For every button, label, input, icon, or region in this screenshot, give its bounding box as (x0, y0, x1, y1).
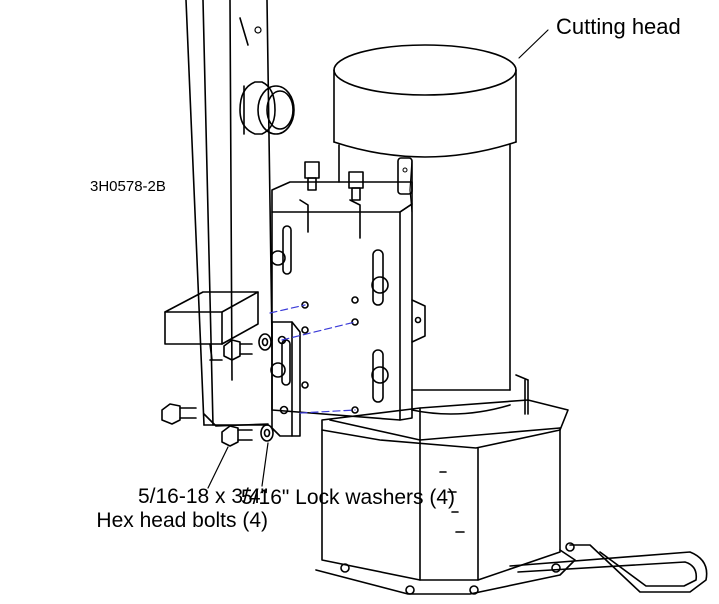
base-housing (321, 399, 569, 581)
lock-washers-label: 5/16" Lock washers (4) (241, 486, 456, 509)
hex-bolts-label-line2: Hex head bolts (4) (96, 509, 268, 533)
fastener-bolt-icon (221, 425, 253, 447)
plate-top-bolts (304, 161, 364, 201)
fastener-bolt-icon (161, 403, 197, 425)
base-plate-and-handle (315, 542, 708, 595)
mast-column (185, 0, 295, 427)
side-bracket (164, 291, 259, 361)
part-number-label: 3H0578-2B (90, 178, 166, 195)
hex-bolts-label-line1: 5/16-18 x 3/4" (137, 485, 268, 508)
cutting-head-motor (333, 44, 529, 415)
leader-lines (207, 29, 549, 489)
fastener-bolt-icon (223, 339, 253, 361)
hidden-alignment-lines (269, 304, 356, 414)
lock-washer-icon (258, 333, 272, 351)
mounting-plate (270, 181, 426, 421)
lock-washer-icon (260, 424, 274, 442)
cutting-head-label: Cutting head (556, 14, 681, 39)
hex-bolts-label: 5/16-18 x 3/4" Hex head bolts (4) (0, 485, 268, 533)
